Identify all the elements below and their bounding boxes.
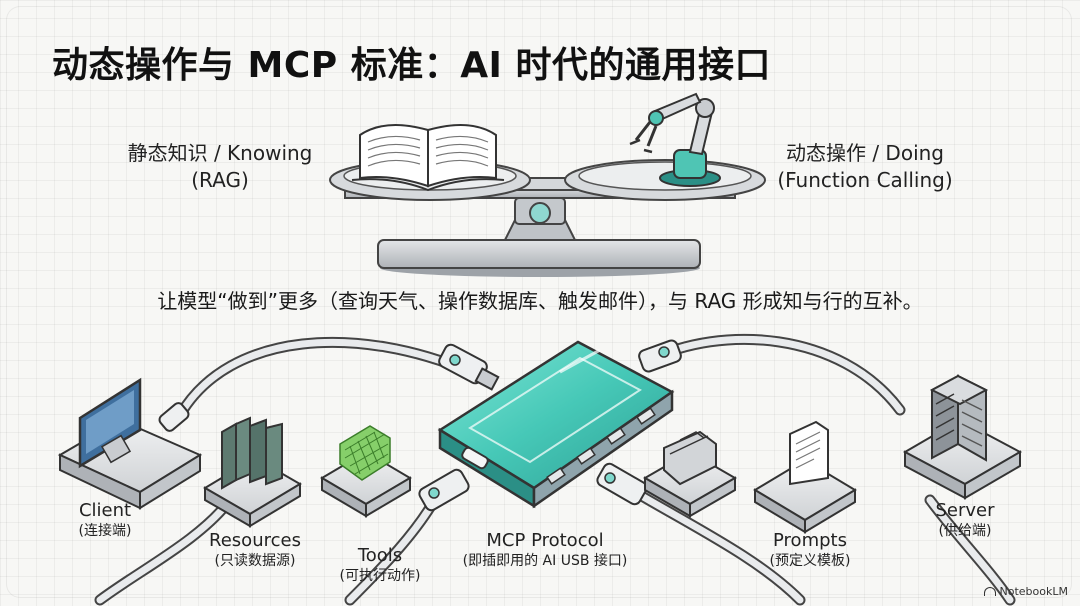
usb-plug-top-right (637, 339, 682, 373)
prompts-label-sub: (预定义模板) (740, 552, 880, 570)
server-label-sub: (供给端) (915, 522, 1015, 540)
client-computer-icon (60, 380, 200, 508)
dynamic-action-label-line2: (Function Calling) (755, 167, 975, 194)
client-label: Client (连接端) (55, 500, 155, 540)
static-knowledge-label: 静态知识 / Knowing (RAG) (110, 140, 330, 194)
usb-plug-top-left (437, 343, 498, 390)
client-label-main: Client (55, 500, 155, 522)
static-knowledge-label-line1: 静态知识 / Knowing (110, 140, 330, 167)
tagline: 让模型“做到”更多（查询天气、操作数据库、触发邮件），与 RAG 形成知与行的互… (0, 285, 1080, 314)
page-title: 动态操作与 MCP 标准：AI 时代的通用接口 (52, 36, 771, 88)
prompts-label-main: Prompts (740, 530, 880, 552)
brand-name: NotebookLM (1000, 585, 1068, 598)
usb-plug-prompts (595, 462, 649, 507)
tools-label-main: Tools (320, 545, 440, 567)
resources-label: Resources (只读数据源) (185, 530, 325, 570)
tools-label: Tools (可执行动作) (320, 545, 440, 585)
tools-grid-icon (322, 426, 410, 516)
notebooklm-logo-icon (984, 587, 996, 596)
resources-label-main: Resources (185, 530, 325, 552)
server-label-main: Server (915, 500, 1015, 522)
resources-label-sub: (只读数据源) (185, 552, 325, 570)
mcp-protocol-label-sub: (即插即用的 AI USB 接口) (445, 552, 645, 570)
static-knowledge-label-line2: (RAG) (110, 167, 330, 194)
mcp-protocol-label-main: MCP Protocol (445, 530, 645, 552)
notebooklm-watermark: NotebookLM (984, 585, 1068, 598)
mcp-protocol-label: MCP Protocol (即插即用的 AI USB 接口) (445, 530, 645, 570)
server-rack-icon (905, 376, 1020, 498)
tools-label-sub: (可执行动作) (320, 567, 440, 585)
server-label: Server (供给端) (915, 500, 1015, 540)
prompts-document-icon (755, 422, 855, 532)
prompts-label: Prompts (预定义模板) (740, 530, 880, 570)
dynamic-action-label: 动态操作 / Doing (Function Calling) (755, 140, 975, 194)
usb-plug-tools (417, 468, 471, 513)
client-label-sub: (连接端) (55, 522, 155, 540)
dynamic-action-label-line1: 动态操作 / Doing (755, 140, 975, 167)
